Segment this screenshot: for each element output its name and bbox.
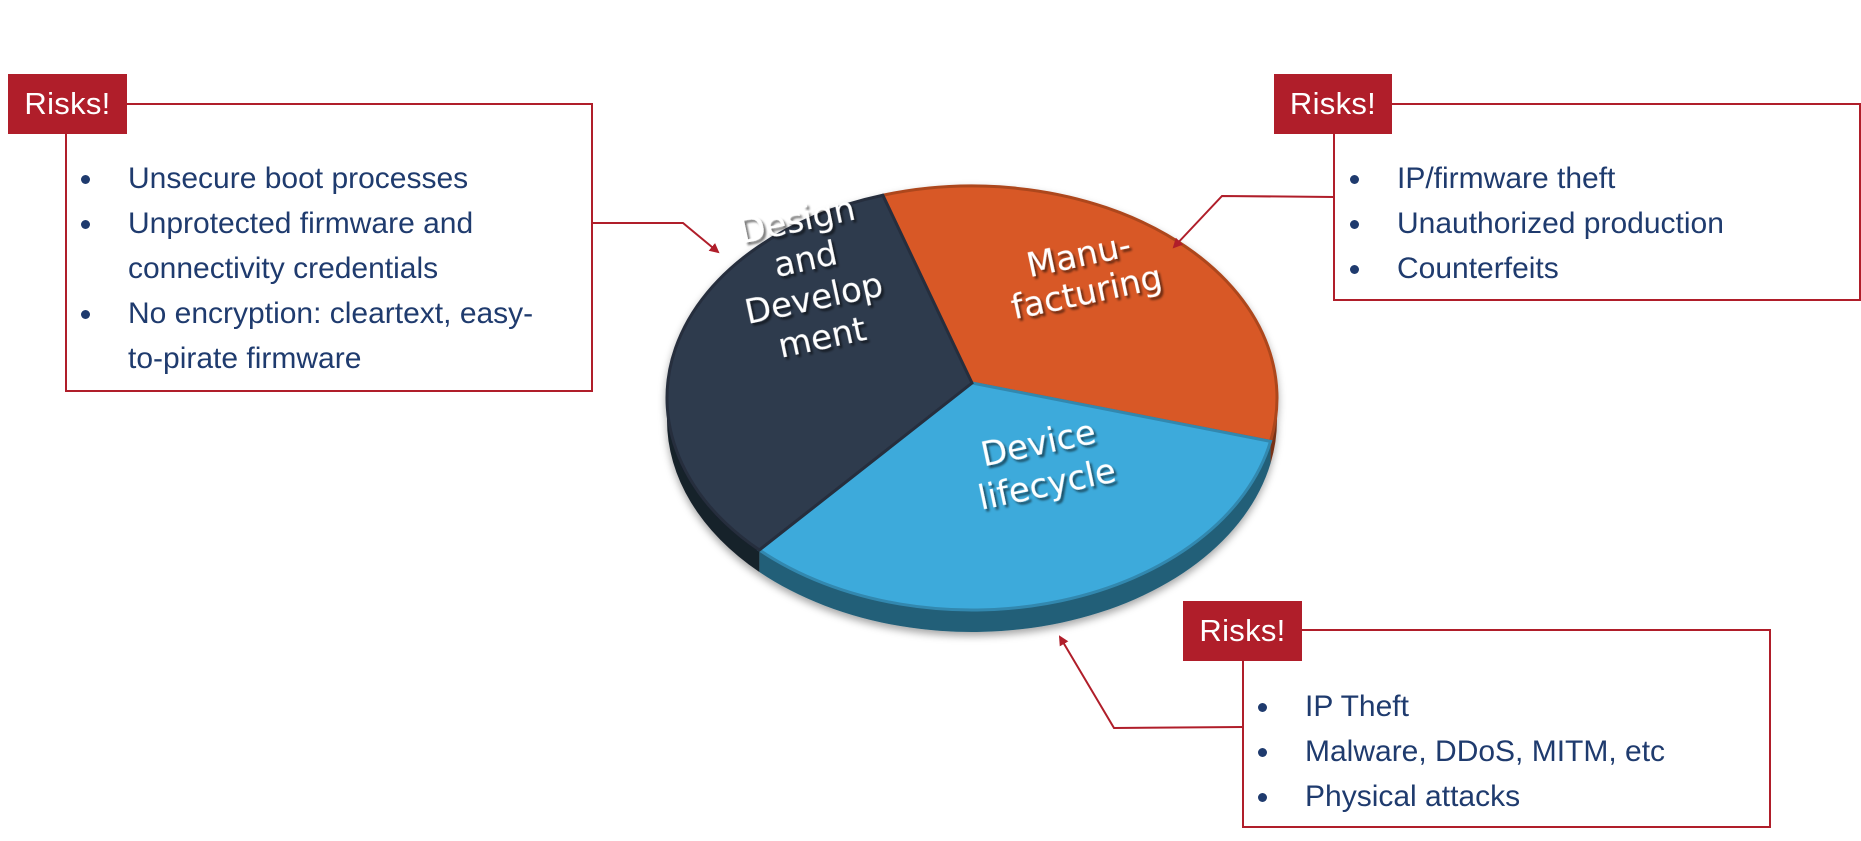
- list-item: IP/firmware theft: [1350, 156, 1840, 201]
- pie-label-design-and-development: DesignandDevelopment: [725, 186, 895, 372]
- list-item: IP Theft: [1258, 684, 1748, 729]
- list-item: Malware, DDoS, MITM, etc: [1258, 729, 1748, 774]
- pie-side-device-lifecycle: [759, 441, 1271, 633]
- connector-manufacturing: [1172, 194, 1335, 249]
- connector-lifecycle: [1058, 635, 1244, 730]
- list-item: No encryption: cleartext, easy-to-pirate…: [81, 291, 551, 381]
- list-item: Unsecure boot processes: [81, 156, 551, 201]
- pie-label-manufacturing: Manu-facturing: [1000, 220, 1166, 328]
- design-risks-badge: Risks!: [8, 74, 127, 134]
- manufacturing-risks-list: IP/firmware theft Unauthorized productio…: [1350, 156, 1840, 291]
- lifecycle-risks-box: [1242, 629, 1771, 828]
- pie-slice-device-lifecycle: [756, 381, 1273, 612]
- list-item: Physical attacks: [1258, 774, 1748, 819]
- lifecycle-risks-badge: Risks!: [1183, 601, 1302, 661]
- pie-slice-design-and-development: [665, 193, 974, 552]
- design-risks-list: Unsecure boot processes Unprotected firm…: [81, 156, 551, 381]
- list-item: Unauthorized production: [1350, 201, 1840, 246]
- list-item: Unprotected firmware and connectivity cr…: [81, 201, 551, 291]
- list-item: Counterfeits: [1350, 246, 1840, 291]
- pie-chart: [665, 184, 1279, 633]
- lifecycle-risks-list: IP Theft Malware, DDoS, MITM, etc Physic…: [1258, 684, 1748, 819]
- manufacturing-risks-badge: Risks!: [1274, 74, 1392, 134]
- pie-side-design-and-development: [667, 398, 760, 572]
- design-risks-box: [65, 103, 593, 392]
- connector-design: [592, 222, 720, 254]
- manufacturing-risks-box: [1333, 103, 1861, 301]
